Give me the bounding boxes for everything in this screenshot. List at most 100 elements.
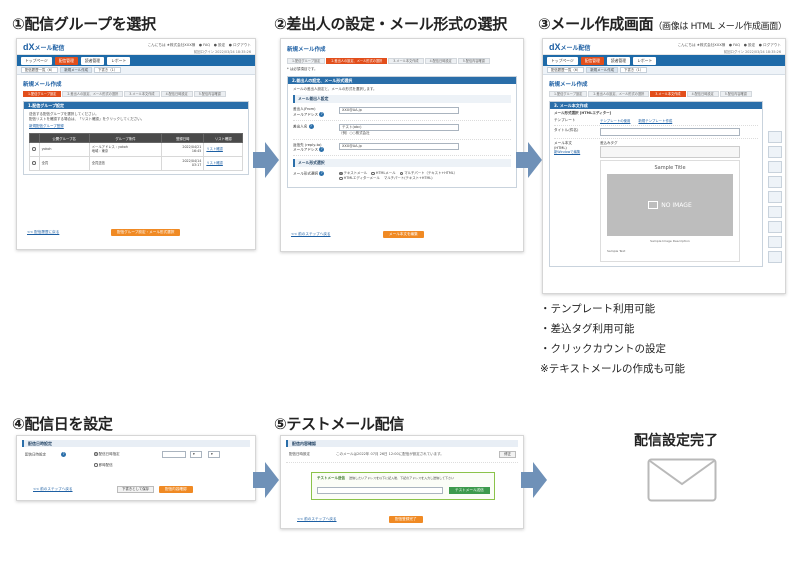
date-input[interactable] bbox=[162, 451, 186, 458]
crumb-2: 2.差出人の設定、メール形式の選択 bbox=[588, 91, 650, 97]
help-icon[interactable]: ? bbox=[319, 147, 325, 153]
subnav-new-mail[interactable]: 新規メール作成 bbox=[586, 67, 619, 73]
sender-panel: 2.差出人の設定、メール形式選択 メールの差出人設定と、メールの形式を選択します… bbox=[287, 76, 517, 189]
format-radio[interactable] bbox=[399, 171, 404, 176]
desc: メールの差出人設定と、メールの形式を選択します。 bbox=[293, 87, 377, 91]
crumb-5: 5.配信内容確認 bbox=[193, 91, 226, 97]
subnav-drafts[interactable]: 下書き（1） bbox=[94, 67, 122, 73]
back-link[interactable]: << 前のステップへ戻る bbox=[291, 232, 331, 236]
test-address-input[interactable] bbox=[317, 487, 443, 494]
sub-nav: 配信履歴一覧（6） 新規メール作成 下書き（1） bbox=[17, 66, 255, 75]
minute-select[interactable]: ▾ bbox=[208, 451, 220, 458]
format-text: テキストメール bbox=[343, 171, 368, 176]
screenshot-step1: dXメール配信 こんにちは ★株式会社XXX様 ● FAQ ● 設定 ● ログア… bbox=[16, 38, 256, 250]
table-row[interactable]: 全員 全員送信 2022/04/14 03:17 リスト確認 bbox=[29, 155, 243, 171]
table-row[interactable]: yokoh メールアドレス : yokoh 地域 : 東京 2022/04/21… bbox=[29, 142, 243, 157]
screenshot-step3: dXメール配信 こんにちは ★株式会社XXX様 ● FAQ ● 設定 ● ログア… bbox=[542, 38, 786, 294]
tool-icon[interactable] bbox=[768, 236, 782, 248]
reply-input[interactable]: XXX@AA.jp bbox=[339, 142, 459, 150]
row-radio[interactable] bbox=[32, 147, 36, 151]
header-links[interactable]: こんにちは ★株式会社XXX様 ● FAQ ● 設定 ● ログアウト bbox=[147, 43, 251, 47]
row-name: yokoh bbox=[38, 142, 90, 157]
panel-title: 配信日時設定 bbox=[22, 440, 250, 447]
screenshot-step4: 配信日時設定 配信日時設定 ? 配信日時指定 ▾ ▾ 即時配信 << 前のステッ… bbox=[16, 435, 256, 501]
tool-icon[interactable] bbox=[768, 146, 782, 158]
help-icon[interactable]: ? bbox=[319, 171, 325, 177]
row-cond: メールアドレス : yokoh 地域 : 東京 bbox=[88, 142, 163, 157]
subnav-drafts[interactable]: 下書き（1） bbox=[620, 67, 648, 73]
opt-scheduled[interactable]: 配信日時指定 bbox=[94, 452, 120, 457]
nav-readers[interactable]: 読者管理 bbox=[606, 56, 631, 65]
col-name: 公開グループ名 bbox=[38, 133, 90, 143]
save-draft-button[interactable]: 下書きとして保存 bbox=[117, 486, 155, 493]
back-link[interactable]: << 配信履歴に戻る bbox=[27, 230, 60, 234]
section-sender: メール差出人設定 bbox=[293, 95, 511, 103]
nav-readers[interactable]: 読者管理 bbox=[80, 56, 105, 65]
send-test-button[interactable]: テストメール送信 bbox=[449, 487, 490, 494]
confirm-button[interactable]: 配信登録完了 bbox=[389, 516, 423, 523]
from-input[interactable]: XXX@AA.jp bbox=[339, 107, 459, 114]
subnav-new-mail[interactable]: 新規メール作成 bbox=[60, 67, 93, 73]
subnav-history[interactable]: 配信履歴一覧（6） bbox=[21, 67, 59, 73]
format-radio[interactable] bbox=[339, 171, 343, 176]
nav-report[interactable]: レポート bbox=[107, 56, 131, 65]
new-group-link[interactable]: 新規配信グループ登録 bbox=[29, 124, 64, 128]
tool-icon[interactable] bbox=[768, 251, 782, 263]
next-button[interactable]: メール本文を編集 bbox=[383, 231, 424, 238]
crumb-4: 4.配信日時設定 bbox=[686, 91, 719, 97]
back-link[interactable]: << 前のステップへ戻る bbox=[297, 517, 337, 521]
edit-button[interactable]: 修正 bbox=[499, 451, 516, 458]
schedule-label: 配信日時設定 ? bbox=[25, 452, 67, 457]
arrow-4-to-5 bbox=[253, 462, 279, 498]
subject-input[interactable] bbox=[600, 128, 740, 136]
header-links[interactable]: こんにちは ★株式会社XXX様 ● FAQ ● 設定 ● ログアウト bbox=[677, 43, 781, 47]
format-radio[interactable] bbox=[339, 176, 343, 181]
step-crumbs: 1.配信グループ設定 2.差出人の設定、メール形式の選択 3.メール本文作成 4… bbox=[281, 58, 523, 64]
nav-top[interactable]: トップページ bbox=[547, 56, 578, 65]
help-icon[interactable]: ? bbox=[61, 452, 67, 457]
nav-delivery[interactable]: 配信管理 bbox=[54, 56, 78, 65]
template-link[interactable]: テンプレートの使用 bbox=[600, 119, 631, 123]
row-date: 2022/04/21 16:45 bbox=[161, 142, 205, 157]
screenshot-step2: 新規メール作成 1.配信グループ設定 2.差出人の設定、メール形式の選択 3.メ… bbox=[280, 38, 524, 252]
tool-icon[interactable] bbox=[768, 206, 782, 218]
tool-icon[interactable] bbox=[768, 131, 782, 143]
name-input[interactable]: テスト(abc) bbox=[339, 123, 459, 131]
tool-icon[interactable] bbox=[768, 191, 782, 203]
new-template-link[interactable]: 新規テンプレート作成 bbox=[638, 119, 673, 123]
row-list-link[interactable]: リスト確認 bbox=[203, 142, 243, 157]
crumb-2: 2.差出人の設定、メール形式の選択 bbox=[62, 91, 124, 97]
next-button[interactable]: 配信グループ設定・メール形式選択 bbox=[111, 229, 181, 236]
help-icon[interactable]: ? bbox=[308, 123, 314, 129]
crumb-1: 1.配信グループ設定 bbox=[23, 91, 62, 97]
row-radio[interactable] bbox=[32, 161, 36, 165]
nav-top[interactable]: トップページ bbox=[21, 56, 52, 65]
tool-icon[interactable] bbox=[768, 161, 782, 173]
section-format: メール形式選択 bbox=[293, 159, 511, 168]
opt-immediate[interactable]: 即時配信 bbox=[94, 463, 113, 468]
new-window-link[interactable]: 新Windowで編集 bbox=[554, 150, 581, 155]
nav-report[interactable]: レポート bbox=[633, 56, 657, 65]
nav-delivery[interactable]: 配信管理 bbox=[580, 56, 604, 65]
help-icon[interactable]: ? bbox=[319, 111, 325, 117]
back-link[interactable]: << 前のステップへ戻る bbox=[33, 487, 73, 491]
hour-select[interactable]: ▾ bbox=[190, 451, 202, 458]
row-list-link[interactable]: リスト確認 bbox=[203, 155, 243, 171]
editor-toolbar[interactable] bbox=[600, 146, 740, 158]
image-caption: Sample Image Description bbox=[650, 239, 690, 243]
subnav-history[interactable]: 配信履歴一覧（6） bbox=[547, 67, 585, 73]
envelope-icon bbox=[647, 458, 717, 502]
from-label: 差出人(From) メールアドレス ? bbox=[293, 107, 325, 117]
feature-text-mail: ※テキストメールの作成も可能 bbox=[540, 363, 685, 375]
editor-canvas[interactable]: Sample Title NO IMAGE Sample Image Descr… bbox=[600, 160, 740, 262]
test-mail-desc: 送信したいアドレスを以下に記入後、下記のアドレスを入力し送信して下さい bbox=[349, 476, 455, 480]
name-hint: （例）○○株式会社 bbox=[339, 130, 370, 135]
step5-title: ⑤テストメール配信 bbox=[274, 415, 405, 433]
page-title: 新規メール作成 bbox=[287, 47, 326, 53]
next-button[interactable]: 配信内容確認 bbox=[159, 486, 193, 493]
format-radio[interactable] bbox=[371, 171, 375, 176]
crumb-3: 3.メール本文作成 bbox=[388, 58, 424, 64]
tool-icon[interactable] bbox=[768, 221, 782, 233]
tool-icon[interactable] bbox=[768, 176, 782, 188]
body-label: メール本文 (HTML) bbox=[554, 141, 572, 150]
